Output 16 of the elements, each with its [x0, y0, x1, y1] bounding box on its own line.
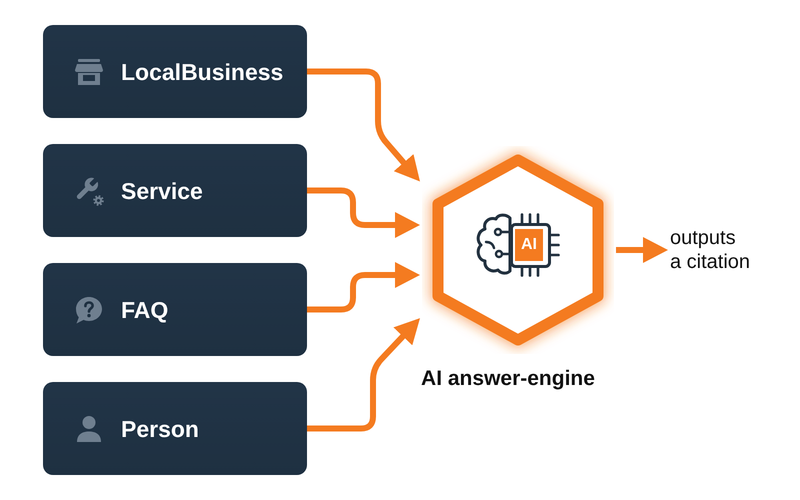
arrow	[307, 318, 420, 432]
output-text: outputs a citation	[668, 226, 752, 274]
type-card	[43, 144, 307, 237]
arrow	[307, 262, 420, 312]
card-label: LocalBusiness	[121, 58, 284, 86]
type-card	[43, 382, 307, 475]
card-label: Person	[121, 414, 199, 442]
chip-label: AI	[515, 229, 543, 261]
card-label: Service	[121, 176, 203, 204]
type-card	[43, 25, 307, 118]
card-label: FAQ	[121, 296, 168, 324]
type-card	[43, 263, 307, 356]
arrow	[616, 237, 668, 263]
arrow	[307, 68, 420, 182]
node-caption: AI answer-engine	[421, 367, 595, 390]
arrow	[307, 188, 420, 238]
